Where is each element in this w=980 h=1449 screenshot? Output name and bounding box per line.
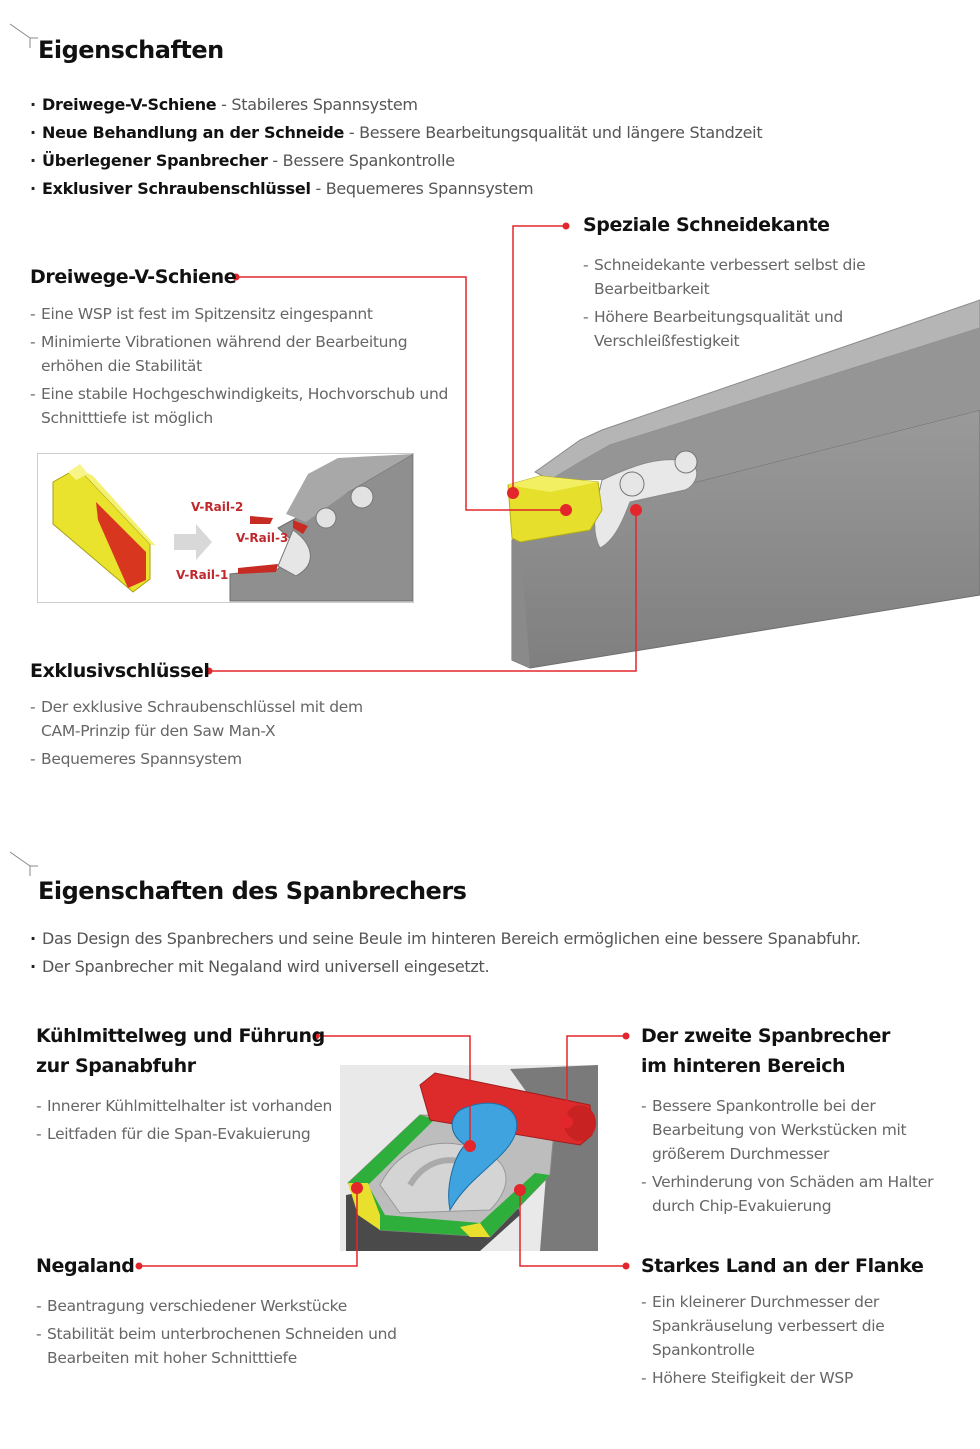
feature-bullet-list: Dreiwege-V-Schiene - Stabileres Spannsys… <box>30 91 763 203</box>
bullet-item: Das Design des Spanbrechers und seine Be… <box>30 925 861 953</box>
list-item: Der exklusive Schraubenschlüssel mit dem… <box>30 695 390 743</box>
list-item: Innerer Kühlmittelhalter ist vorhanden <box>36 1094 356 1118</box>
feature-list-negaland: Beantragung verschiedener Werkstücke Sta… <box>36 1294 416 1374</box>
feature-title-negaland: Negaland <box>36 1255 135 1277</box>
list-item: Bequemeres Spannsystem <box>30 747 390 771</box>
bullet-item: Exklusiver Schraubenschlüssel - Bequemer… <box>30 175 762 203</box>
list-item: Eine WSP ist fest im Spitzensitz eingesp… <box>30 302 450 326</box>
list-item: Ein kleinerer Durchmesser der Spankräuse… <box>641 1290 931 1362</box>
feature-list-coolant: Innerer Kühlmittelhalter ist vorhanden L… <box>36 1094 356 1150</box>
feature-list-edge: Schneidekante verbessert selbst die Bear… <box>583 253 883 357</box>
section-title: Eigenschaften des Spanbrechers <box>38 877 467 905</box>
chipbreaker-bullet-list: Das Design des Spanbrechers und seine Be… <box>30 925 861 981</box>
chipbreaker-illustration <box>340 1065 598 1251</box>
feature-list-key: Der exklusive Schraubenschlüssel mit dem… <box>30 695 390 775</box>
bullet-item: Neue Behandlung an der Schneide - Besser… <box>30 119 763 147</box>
corner-mark-icon <box>9 851 38 876</box>
feature-title-second-breaker: Der zweite Spanbrecher im hinteren Berei… <box>641 1025 890 1077</box>
list-item: Schneidekante verbessert selbst die Bear… <box>583 253 883 301</box>
v-rail-3-label: V-Rail-3 <box>236 531 289 545</box>
list-item: Bessere Spankontrolle bei der Bearbeitun… <box>641 1094 951 1166</box>
bullet-item: Der Spanbrecher mit Negaland wird univer… <box>30 953 861 981</box>
list-item: Höhere Steifigkeit der WSP <box>641 1366 931 1390</box>
feature-list-strong-land: Ein kleinerer Durchmesser der Spankräuse… <box>641 1290 931 1394</box>
list-item: Verhinderung von Schäden am Halter durch… <box>641 1170 951 1218</box>
corner-mark-icon <box>9 23 38 48</box>
bullet-item: Dreiwege-V-Schiene - Stabileres Spannsys… <box>30 91 762 119</box>
feature-title-v-rail: Dreiwege-V-Schiene <box>30 266 237 288</box>
v-rail-1-label: V-Rail-1 <box>176 568 229 582</box>
list-item: Eine stabile Hochgeschwindigkeits, Hochv… <box>30 382 450 430</box>
section-title: Eigenschaften <box>38 36 224 64</box>
list-item: Minimierte Vibrationen während der Bearb… <box>30 330 450 378</box>
list-item: Stabilität beim unterbrochenen Schneiden… <box>36 1322 416 1370</box>
list-item: Höhere Bearbeitungsqualität und Verschle… <box>583 305 883 353</box>
feature-list-v-rail: Eine WSP ist fest im Spitzensitz eingesp… <box>30 302 450 434</box>
feature-list-second-breaker: Bessere Spankontrolle bei der Bearbeitun… <box>641 1094 951 1222</box>
feature-title-edge: Speziale Schneidekante <box>583 214 830 236</box>
v-rail-2-label: V-Rail-2 <box>191 500 244 514</box>
feature-title-strong-land: Starkes Land an der Flanke <box>641 1255 924 1277</box>
feature-title-coolant: Kühlmittelweg und Führung zur Spanabfuhr <box>36 1025 325 1077</box>
feature-title-key: Exklusivschlüssel <box>30 660 210 682</box>
list-item: Beantragung verschiedener Werkstücke <box>36 1294 416 1318</box>
v-rail-detail-box: V-Rail-2 V-Rail-3 V-Rail-1 <box>37 453 414 603</box>
list-item: Leitfaden für die Span-Evakuierung <box>36 1122 356 1146</box>
bullet-item: Überlegener Spanbrecher - Bessere Spanko… <box>30 147 762 175</box>
